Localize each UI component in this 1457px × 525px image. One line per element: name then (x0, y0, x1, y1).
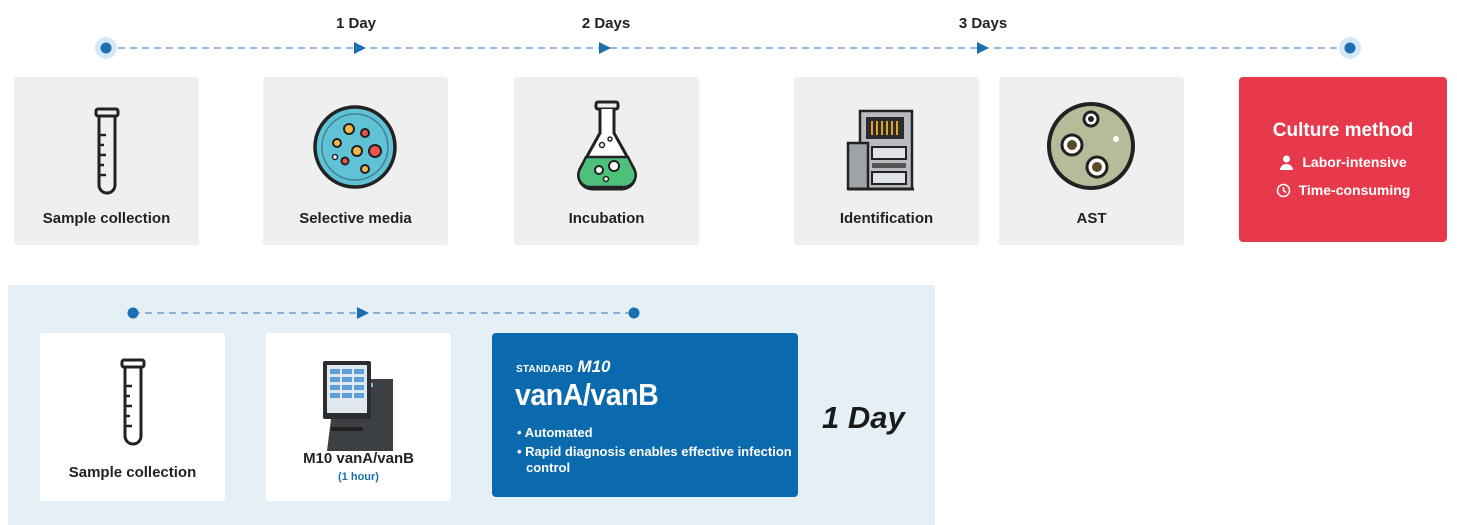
product-model: M10 (577, 357, 611, 376)
m10-timeline-end-dot (628, 307, 640, 319)
time-consuming-text: Time-consuming (1298, 182, 1411, 198)
step-label: Sample collection (68, 464, 197, 481)
m10-product-card: STANDARD M10 vanA/vanB • Automated • Rap… (492, 333, 798, 497)
bullet-rapid-diagnosis: • Rapid diagnosis enables effective infe… (517, 444, 792, 475)
petri-dish-icon (313, 105, 397, 189)
step-card-sample-collection: Sample collection (14, 77, 199, 245)
bullet-automated: • Automated (517, 425, 593, 440)
step-label: M10 vanA/vanB (303, 450, 414, 467)
culture-method-title: Culture method (1272, 120, 1414, 141)
culture-timeline-line (95, 37, 1361, 59)
m10-step-sample-collection: Sample collection (40, 333, 225, 501)
step-card-incubation: Incubation (514, 77, 699, 245)
product-brand-line: STANDARD M10 (516, 357, 611, 377)
m10-device-icon (323, 361, 393, 451)
timeline-arrow-3 (977, 42, 989, 54)
step-label: AST (1076, 210, 1107, 227)
labor-intensive-row: Labor-intensive (1239, 154, 1447, 170)
labor-intensive-text: Labor-intensive (1302, 154, 1407, 170)
timeline-arrow-2 (599, 42, 611, 54)
product-brand: STANDARD (516, 364, 573, 375)
m10-timeline-arrow (357, 307, 369, 319)
clock-icon (1276, 183, 1290, 197)
step-card-selective-media: Selective media (263, 77, 448, 245)
analyzer-machine-icon (846, 109, 914, 191)
product-name: vanA/vanB (515, 377, 659, 412)
day-label-2: 2 Days (581, 15, 631, 32)
flask-icon (577, 100, 637, 191)
step-label: Identification (839, 210, 934, 227)
step-label: Selective media (299, 210, 412, 227)
step-card-identification: Identification (794, 77, 979, 245)
timeline-arrow-1 (354, 42, 366, 54)
m10-timeline-start-dot (127, 307, 139, 319)
day-label-1: 1 Day (335, 15, 377, 32)
step-sublabel: (1 hour) (338, 471, 379, 483)
day-label-3: 3 Days (958, 15, 1008, 32)
culture-method-card: Culture method Labor-intensive Time-cons… (1239, 77, 1447, 242)
m10-step-device: M10 vanA/vanB (1 hour) (266, 333, 451, 501)
ast-plate-icon (1047, 102, 1135, 190)
test-tube-icon (120, 358, 146, 446)
m10-duration: 1 Day (822, 400, 905, 435)
test-tube-icon (94, 107, 120, 195)
step-label: Sample collection (42, 210, 171, 227)
step-label: Incubation (568, 210, 645, 227)
time-consuming-row: Time-consuming (1239, 182, 1447, 198)
step-card-ast: AST (999, 77, 1184, 245)
m10-timeline-line (127, 307, 640, 319)
person-icon (1280, 155, 1294, 170)
